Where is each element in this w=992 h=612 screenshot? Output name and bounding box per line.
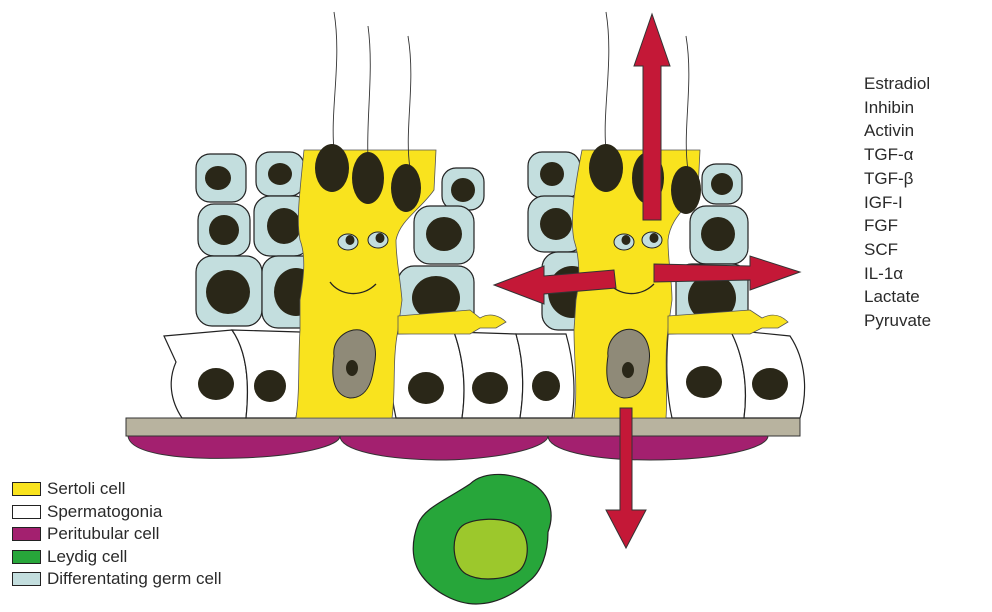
legend-label: Spermatogonia xyxy=(47,502,162,522)
legend-item: Spermatogonia xyxy=(12,501,312,524)
legend-item: Differentating germ cell xyxy=(12,568,312,591)
legend-label: Peritubular cell xyxy=(47,524,159,544)
factor-item: IGF-I xyxy=(864,191,989,215)
spermatogonium-nucleus xyxy=(752,368,788,400)
factor-item: SCF xyxy=(864,238,989,262)
spermatogonium-nucleus xyxy=(686,366,722,398)
legend-swatch xyxy=(12,550,41,564)
basement-membrane xyxy=(126,418,800,436)
spermatogonium-nucleus xyxy=(254,370,286,402)
legend-item: Peritubular cell xyxy=(12,523,312,546)
legend: Sertoli cell Spermatogonia Peritubular c… xyxy=(12,478,312,591)
peritubular-cell xyxy=(548,436,768,460)
factor-item: Estradiol xyxy=(864,72,989,96)
factor-item: Pyruvate xyxy=(864,309,989,333)
spermatogonia-row xyxy=(164,330,805,418)
legend-label: Leydig cell xyxy=(47,547,127,567)
factor-item: TGF-β xyxy=(864,167,989,191)
spermatogonium-nucleus xyxy=(532,371,560,401)
spermatogonium-nucleus xyxy=(198,368,234,400)
spermatids-left xyxy=(315,12,421,212)
peritubular-cell xyxy=(340,436,548,460)
legend-swatch xyxy=(12,527,41,541)
peritubular-cell xyxy=(128,436,340,458)
legend-swatch xyxy=(12,482,41,496)
factor-item: Lactate xyxy=(864,285,989,309)
spermatogonium-nucleus xyxy=(408,372,444,404)
factor-item: FGF xyxy=(864,214,989,238)
spermatogonium-nucleus xyxy=(472,372,508,404)
legend-swatch xyxy=(12,572,41,586)
secreted-factor-list: Estradiol Inhibin Activin TGF-α TGF-β IG… xyxy=(864,72,989,333)
factor-item: IL-1α xyxy=(864,262,989,286)
legend-item: Sertoli cell xyxy=(12,478,312,501)
peritubular-cells xyxy=(128,436,768,460)
factor-item: TGF-α xyxy=(864,143,989,167)
legend-label: Differentating germ cell xyxy=(47,569,222,589)
factor-item: Activin xyxy=(864,119,989,143)
legend-label: Sertoli cell xyxy=(47,479,125,499)
legend-swatch xyxy=(12,505,41,519)
legend-item: Leydig cell xyxy=(12,546,312,569)
factor-item: Inhibin xyxy=(864,96,989,120)
leydig-cell xyxy=(413,474,551,604)
